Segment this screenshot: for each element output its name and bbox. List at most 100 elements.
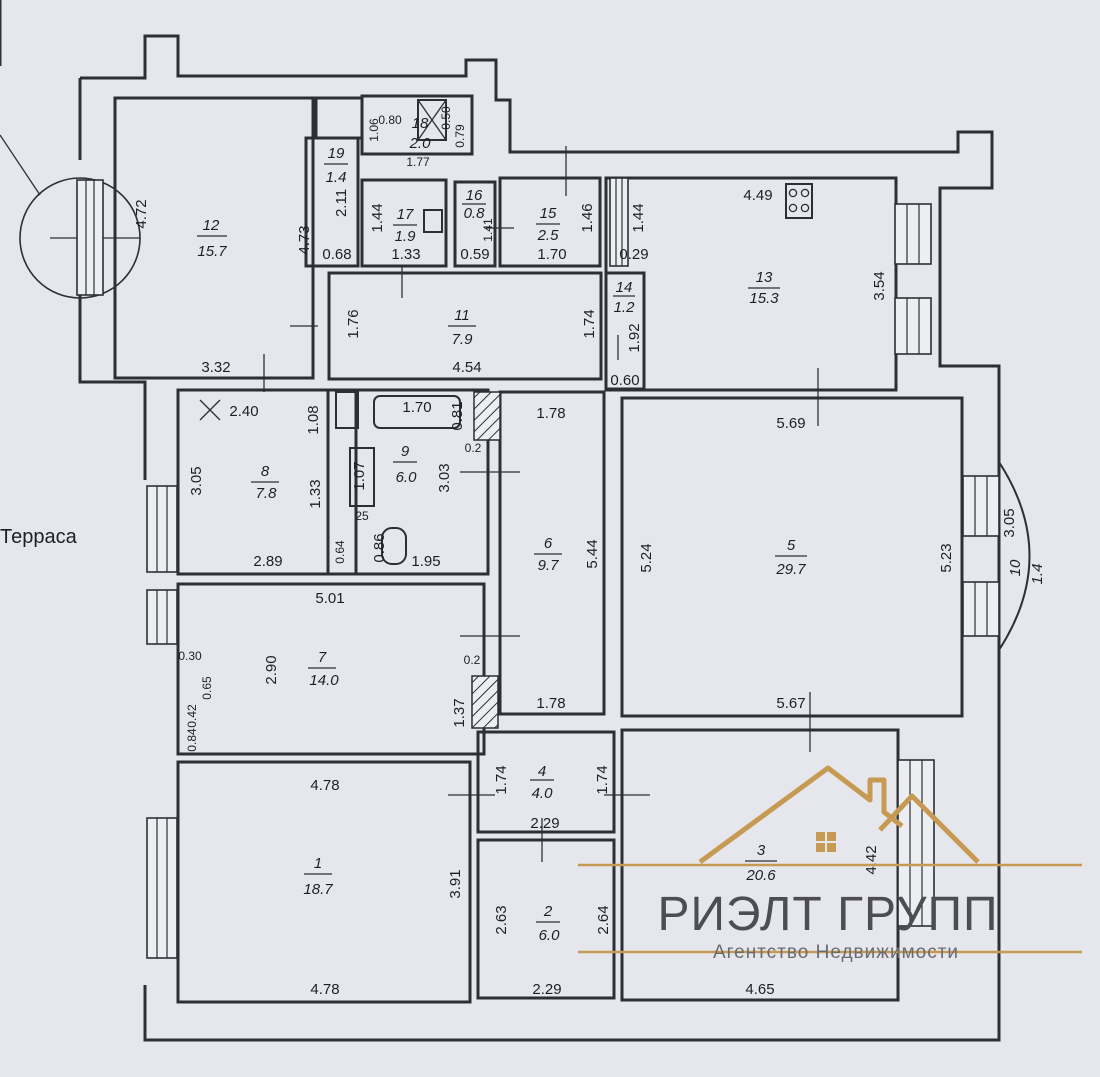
room-6-number: 6 — [544, 535, 553, 552]
room-walls — [113, 94, 964, 1004]
room-11-area: 7.9 — [452, 331, 474, 348]
room-5-area: 29.7 — [775, 561, 806, 578]
room-9-number: 9 — [401, 443, 410, 460]
room-11-number: 11 — [454, 307, 470, 324]
room-3-number: 3 — [757, 842, 766, 859]
dim-label: 5.24 — [638, 543, 655, 572]
dim-label: 1.46 — [579, 203, 596, 232]
dim-label: 1.76 — [345, 309, 362, 338]
windows — [146, 177, 1031, 959]
dim-label: 0.50 — [439, 106, 453, 130]
room-16-area: 0.8 — [464, 205, 486, 222]
room-2-area: 6.0 — [539, 927, 561, 944]
room-4-area: 4.0 — [532, 785, 554, 802]
room-18-area: 2.0 — [409, 135, 432, 152]
dim-label: 1.08 — [305, 405, 322, 434]
agency-name: РИЭЛТ ГРУПП — [657, 888, 998, 941]
dim-label: 0.81 — [449, 401, 466, 430]
dim-label: 3.03 — [436, 463, 453, 492]
dim-label: 1.44 — [630, 203, 647, 232]
room-7-number: 7 — [318, 649, 327, 666]
small-roof-icon — [878, 793, 980, 864]
dim-label: 0.2 — [465, 441, 482, 455]
room-13-area: 15.3 — [749, 290, 779, 307]
room-12-area: 15.7 — [197, 243, 227, 260]
dim-label: 1.92 — [626, 323, 643, 352]
room-16-number: 16 — [466, 187, 483, 204]
dim-label: 3.05 — [1001, 508, 1018, 537]
dim-label: 5.44 — [584, 539, 601, 568]
dim-label: 1.37 — [451, 698, 468, 727]
dim-label: 1.74 — [581, 309, 598, 338]
bathtub-icon — [373, 395, 461, 429]
dim-label: 0.42 — [185, 704, 199, 728]
dim-label: 3.05 — [188, 466, 205, 495]
dim-label: 1.78 — [536, 405, 565, 422]
dim-label: 4.65 — [745, 981, 774, 998]
room-1-area: 18.7 — [303, 881, 333, 898]
room-18-number: 18 — [412, 115, 429, 132]
room-19-area: 1.4 — [326, 169, 347, 186]
door-ticks — [263, 146, 819, 862]
dim-label: 3.32 — [201, 359, 230, 376]
dim-label: 2.29 — [532, 981, 561, 998]
dim-label: 0.60 — [610, 372, 639, 389]
dim-label: 1.74 — [594, 765, 611, 794]
dim-label: 3.91 — [447, 869, 464, 898]
dim-label: 2.11 — [333, 189, 350, 217]
dim-label: 1.06 — [367, 118, 381, 142]
room-10-area: 1.4 — [1029, 564, 1046, 585]
dim-label: 0.80 — [378, 113, 402, 127]
dim-label: 1.70 — [537, 246, 566, 263]
dim-label: 4.42 — [863, 845, 880, 874]
fixtures — [199, 99, 813, 565]
dim-label: 5.69 — [776, 415, 805, 432]
room-3-area: 20.6 — [745, 867, 776, 884]
dim-label: 0.64 — [333, 540, 347, 564]
dim-label: 2.90 — [263, 655, 280, 684]
dim-label: 1.77 — [406, 155, 430, 169]
toilet-icon — [423, 209, 443, 233]
room-14-number: 14 — [616, 279, 633, 296]
outer-walls — [0, 0, 1001, 1042]
room-17-number: 17 — [397, 206, 414, 223]
room-13-number: 13 — [756, 269, 773, 286]
balcony-circle — [0, 134, 141, 299]
dim-label: 0.79 — [453, 124, 467, 148]
dim-label: 1.70 — [402, 399, 431, 416]
room-10-number: 10 — [1007, 559, 1024, 576]
dim-label: 0.86 — [371, 533, 388, 562]
dim-label: 2.29 — [530, 815, 559, 832]
dim-label: 0.2 — [464, 653, 481, 667]
dim-label: 2.63 — [493, 905, 510, 934]
room-6-area: 9.7 — [538, 557, 560, 574]
dim-label: 5.67 — [776, 695, 805, 712]
dimension-labels-horizontal: 3.32 2.40 0.80 1.77 0.68 1.33 0.59 1.70 … — [178, 113, 805, 998]
dim-label: 4.73 — [296, 225, 313, 254]
dim-label: 0.29 — [619, 246, 648, 263]
vent-shaft — [335, 391, 359, 429]
dim-label: 1.74 — [493, 765, 510, 794]
dim-label: 2.40 — [229, 403, 258, 420]
dim-label: 0.30 — [178, 649, 202, 663]
room-19-number: 19 — [328, 145, 345, 162]
dim-label: 5.23 — [938, 543, 955, 572]
dim-label: 1.44 — [369, 203, 386, 232]
agency-tagline: Агентство Недвижимости — [713, 942, 959, 963]
dim-label: 1.78 — [536, 695, 565, 712]
room-7-area: 14.0 — [309, 672, 339, 689]
toilet-icon-2 — [381, 527, 407, 565]
dim-label: 1.33 — [391, 246, 420, 263]
dim-label: 4.49 — [743, 187, 772, 204]
dim-label: 0.68 — [322, 246, 351, 263]
dim-label: 1.95 — [411, 553, 440, 570]
shower-icon — [417, 99, 447, 141]
sink-icon — [349, 447, 375, 507]
dim-label: 3.54 — [871, 271, 888, 300]
room-14-area: 1.2 — [614, 299, 636, 316]
dim-label: 0.65 — [200, 676, 214, 700]
terrace-label: Терраса — [0, 526, 78, 548]
dimension-labels-vertical: 4.72 4.73 2.11 1.06 0.50 0.79 1.44 1.41 … — [133, 106, 1018, 935]
room-4-number: 4 — [538, 763, 546, 780]
